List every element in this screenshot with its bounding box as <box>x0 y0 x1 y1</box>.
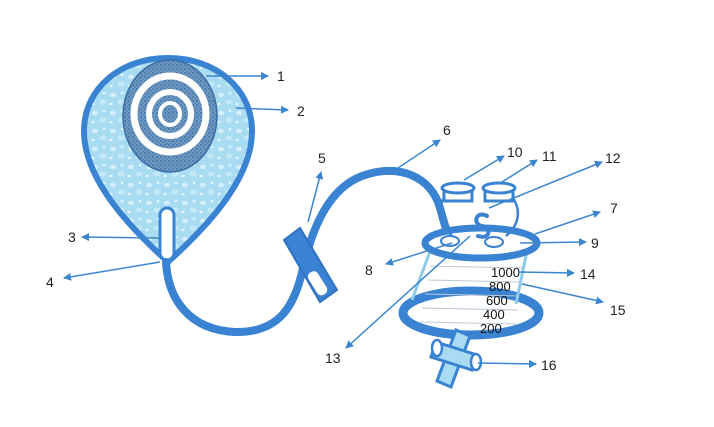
leader-9 <box>519 238 587 247</box>
leader-2 <box>235 105 289 114</box>
leader-12 <box>488 160 603 209</box>
leader-5 <box>307 171 324 223</box>
callout-1: 1 <box>277 68 285 84</box>
leader-8 <box>385 242 453 266</box>
vent-right <box>484 236 504 248</box>
callout-4: 4 <box>46 274 54 290</box>
outlet-stub <box>158 206 176 262</box>
ring-center <box>158 101 182 127</box>
scale-mark: 400 <box>483 307 505 322</box>
graduation-lines <box>418 265 523 325</box>
callout-2: 2 <box>297 103 305 119</box>
leader-10 <box>463 155 505 181</box>
callout-7: 7 <box>610 200 618 216</box>
ring-white-outer <box>130 72 210 156</box>
leader-3 <box>81 233 161 242</box>
leader-7 <box>534 210 601 235</box>
callout-13: 13 <box>325 350 341 366</box>
callout-labels: 1 2 3 4 5 6 7 8 9 10 11 12 13 14 15 16 <box>46 68 626 373</box>
leader-4 <box>63 261 161 281</box>
leader-6 <box>397 139 441 169</box>
scale-mark: 800 <box>489 279 511 294</box>
vent-left <box>440 235 460 247</box>
callout-11: 11 <box>542 148 557 164</box>
leader-15 <box>521 283 604 305</box>
callout-16: 16 <box>541 357 557 373</box>
callout-10: 10 <box>507 144 523 160</box>
leader-14 <box>517 268 575 277</box>
drain-valve <box>429 328 483 389</box>
cap-right <box>481 181 517 203</box>
scale-mark: 1000 <box>491 265 520 280</box>
base-plate <box>80 54 256 267</box>
cap-tether <box>438 197 520 237</box>
leader-lines <box>63 72 604 368</box>
tube-clamp <box>282 226 339 304</box>
callout-6: 6 <box>443 122 451 138</box>
callout-3: 3 <box>68 229 76 245</box>
scale-labels: 1000 800 600 400 200 <box>480 265 520 336</box>
hanger-hook <box>474 212 491 239</box>
callout-9: 9 <box>591 235 599 251</box>
scale-mark: 600 <box>486 293 508 308</box>
callout-8: 8 <box>365 262 373 278</box>
ring-white-inner <box>146 89 194 139</box>
leader-13 <box>345 235 471 349</box>
callout-14: 14 <box>580 266 596 282</box>
callout-12: 12 <box>605 150 621 166</box>
collection-container <box>398 181 544 389</box>
container-body <box>410 245 530 305</box>
leader-16 <box>477 359 537 368</box>
callout-15: 15 <box>610 302 626 318</box>
cap-left <box>440 181 476 203</box>
leader-11 <box>501 159 538 183</box>
callout-5: 5 <box>318 150 326 166</box>
scale-mark: 200 <box>480 321 502 336</box>
